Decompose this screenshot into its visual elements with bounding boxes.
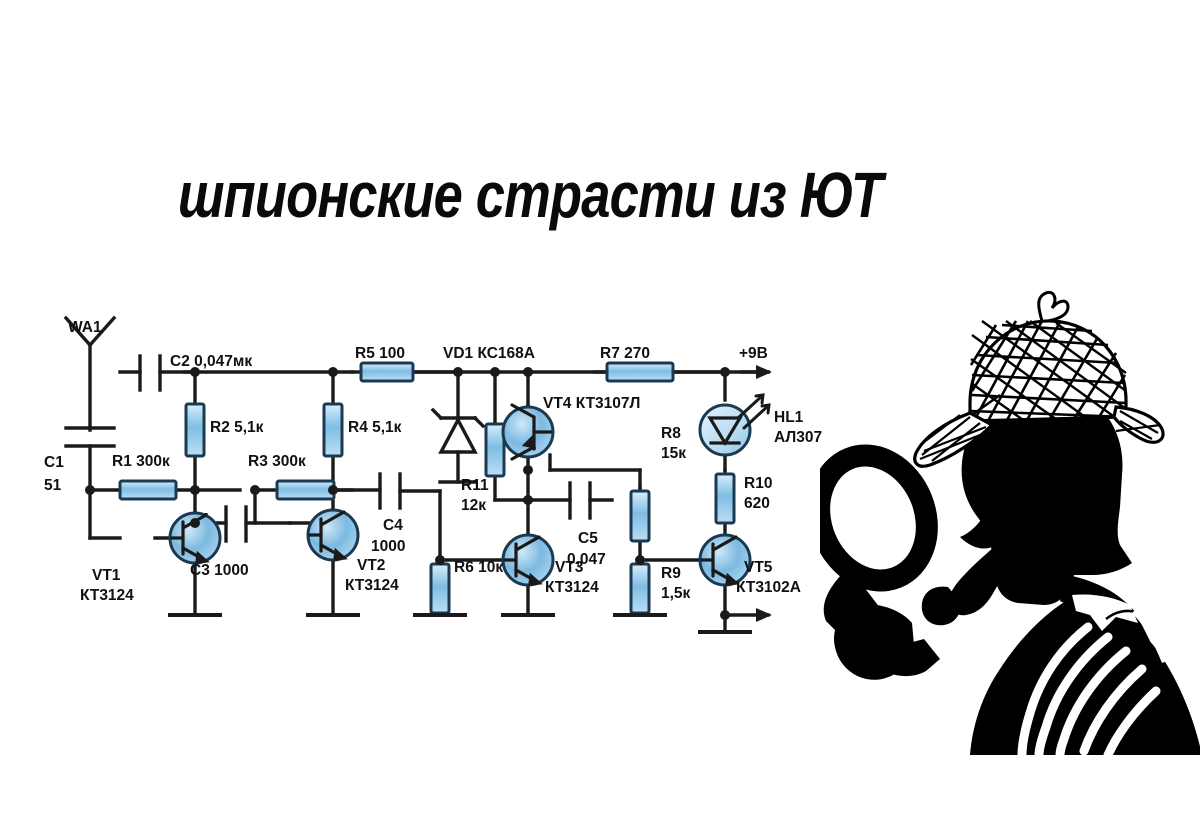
label-vt1-designator: VT1 [92, 567, 121, 584]
label-c4-value: 1000 [371, 538, 405, 555]
label-r6: R6 10к [454, 559, 503, 576]
label-r8-value: 15к [661, 445, 686, 462]
label-r7: R7 270 [600, 345, 650, 362]
component-r6 [429, 562, 451, 615]
node-dots [85, 367, 730, 620]
label-c1-designator: C1 [44, 454, 64, 471]
label-c5-designator: C5 [578, 530, 598, 547]
label-vt2-designator: VT2 [357, 557, 385, 574]
output-arrow [756, 608, 772, 622]
label-supply: +9В [739, 345, 768, 362]
component-vt3 [501, 533, 555, 587]
label-c1-value: 51 [44, 477, 62, 494]
label-r5: R5 100 [355, 345, 405, 362]
label-hl1-designator: HL1 [774, 409, 804, 426]
page-title: шпионские страсти из ЮТ [177, 159, 883, 231]
component-r11 [484, 422, 506, 478]
schematic-labels: WA1 C1 51 C2 0,047мк R1 300к R2 5,1к C3 … [44, 319, 822, 604]
component-r1 [118, 479, 178, 501]
label-vd1: VD1 КС168А [443, 345, 535, 362]
label-r11-value: 12к [461, 497, 486, 514]
label-wa1: WA1 [68, 319, 102, 336]
component-r5 [359, 361, 415, 383]
component-r3 [275, 479, 336, 501]
component-r10 [714, 472, 736, 525]
label-c3: C3 1000 [190, 562, 249, 579]
supply-arrow [756, 365, 772, 379]
component-hl1 [698, 393, 771, 457]
component-vd1 [430, 407, 486, 454]
component-vt1 [168, 511, 222, 565]
label-r8-designator: R8 [661, 425, 681, 442]
label-r10-value: 620 [744, 495, 770, 512]
label-vt5-value: КТ3102А [736, 579, 801, 596]
cape-silhouette [970, 594, 1200, 755]
component-r7 [605, 361, 675, 383]
label-r2: R2 5,1к [210, 419, 264, 436]
label-r10-designator: R10 [744, 475, 772, 492]
label-c2: C2 0,047мк [170, 353, 252, 370]
component-r2 [184, 402, 206, 458]
label-vt5-designator: VT5 [744, 559, 773, 576]
label-hl1-value: АЛ307 [774, 429, 822, 446]
label-r1: R1 300к [112, 453, 170, 470]
pipe-icon [921, 543, 1006, 626]
hand-silhouette [834, 604, 940, 680]
label-vt1-value: КТ3124 [80, 587, 134, 604]
component-r9 [629, 562, 651, 615]
label-vt3-designator: VT3 [555, 559, 584, 576]
label-c4-designator: C4 [383, 517, 403, 534]
circuit-schematic: WA1 C1 51 C2 0,047мк R1 300к R2 5,1к C3 … [44, 315, 822, 634]
label-vt4: VT4 КТ3107Л [543, 395, 640, 412]
label-r4: R4 5,1к [348, 419, 402, 436]
label-r3: R3 300к [248, 453, 306, 470]
component-r8 [629, 489, 651, 543]
label-c5-value: 0,047 [567, 551, 606, 568]
label-r9-value: 1,5к [661, 585, 691, 602]
ground-symbols [168, 613, 752, 634]
component-vt4 [501, 403, 555, 461]
label-vt2-value: КТ3124 [345, 577, 399, 594]
deerstalker-hat [913, 290, 1165, 468]
label-r9-designator: R9 [661, 565, 681, 582]
sherlock-holmes-silhouette [820, 275, 1200, 755]
component-vt2 [306, 508, 360, 562]
component-vt5 [698, 533, 752, 587]
label-r11-designator: R11 [461, 477, 489, 494]
label-vt3-value: КТ3124 [545, 579, 599, 596]
component-r4 [322, 402, 344, 458]
